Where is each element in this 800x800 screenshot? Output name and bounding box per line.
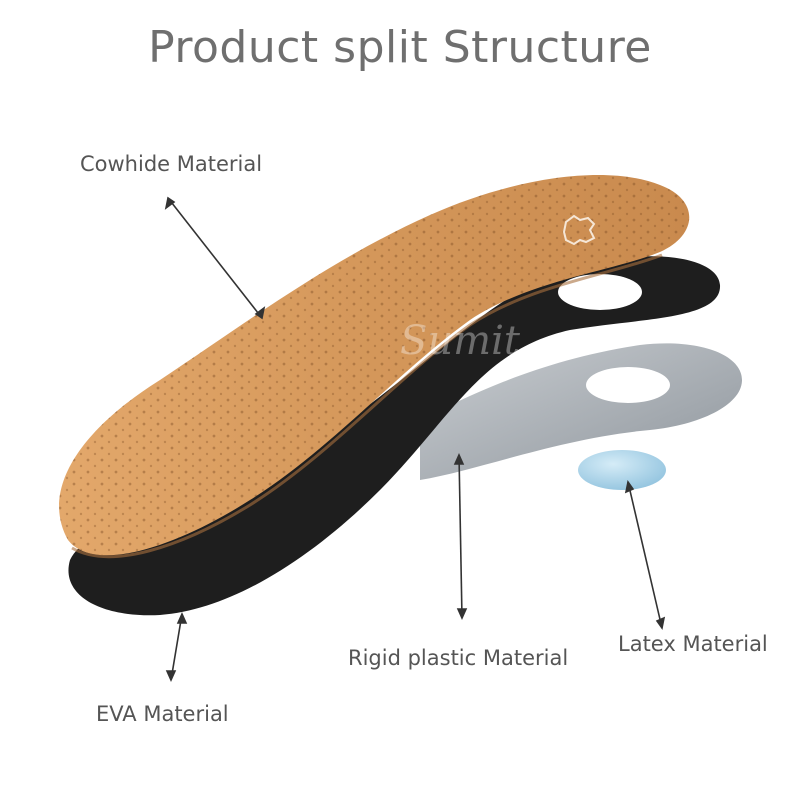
eva-layer bbox=[68, 256, 721, 616]
latex-material-label: Latex Material bbox=[618, 632, 768, 656]
latex-pad bbox=[578, 450, 666, 490]
cowhide-material-label: Cowhide Material bbox=[80, 152, 263, 176]
rigid-plastic-material-label: Rigid plastic Material bbox=[348, 646, 569, 670]
leather-logo-icon bbox=[562, 214, 596, 246]
cowhide-layer bbox=[59, 175, 690, 559]
watermark-text: Sumit bbox=[400, 318, 520, 364]
cowhide-arrow bbox=[164, 196, 266, 320]
latex-arrow bbox=[624, 480, 666, 630]
eva-material-label: EVA Material bbox=[96, 702, 229, 726]
eva-arrow bbox=[165, 612, 188, 682]
page-title: Product split Structure bbox=[148, 22, 652, 73]
rigid-plastic-layer bbox=[420, 343, 742, 480]
rigid-arrow bbox=[453, 453, 468, 620]
arrows bbox=[164, 196, 666, 682]
